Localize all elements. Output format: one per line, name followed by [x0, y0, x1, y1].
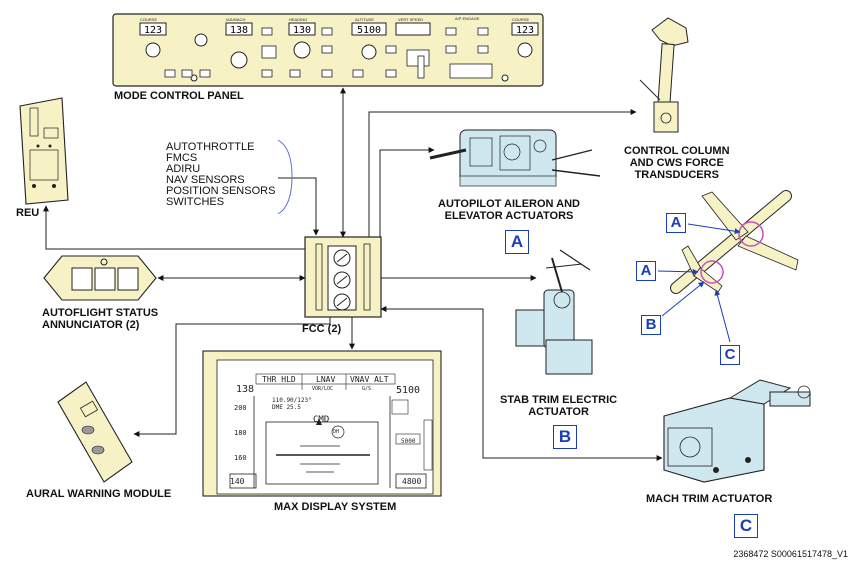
pfd-speed: 138 — [236, 384, 254, 395]
mode-control-panel: COURSE IAS/MACH HEADING ALTITUDE VERT SP… — [112, 13, 544, 87]
input-nav-sensors: NAV SENSORS — [166, 174, 245, 186]
label-ap-actuators-1: AUTOPILOT AILERON AND — [438, 198, 580, 210]
pfd-fma-vnav: VNAV ALT — [350, 375, 389, 384]
mcp-label-heading: HEADING — [289, 17, 307, 22]
callout-plane-b: B — [641, 315, 661, 335]
label-mcp: MODE CONTROL PANEL — [114, 90, 244, 102]
pfd-fma-sub2: G/S — [362, 386, 371, 392]
mcp-course-left: 123 — [144, 25, 162, 36]
label-fcc: FCC (2) — [302, 323, 342, 335]
pfd-speed-tick-4: 140 — [230, 477, 245, 486]
label-aural: AURAL WARNING MODULE — [26, 488, 172, 500]
pfd-dme2: DME 25.5 — [272, 404, 301, 411]
mcp-label-ap-engage: A/P ENGAGE — [455, 16, 480, 21]
label-control-column: CONTROL COLUMN AND CWS FORCE TRANSDUCERS — [624, 145, 730, 181]
autoflight-status-annunciator — [43, 255, 157, 301]
pfd-fma-lnav: LNAV — [316, 375, 335, 384]
pfd-altitude: 5100 — [396, 385, 420, 396]
label-autoflight: AUTOFLIGHT STATUS ANNUNCIATOR (2) — [42, 307, 158, 331]
label-mach-trim: MACH TRIM ACTUATOR — [646, 493, 773, 505]
label-stab-trim-2: ACTUATOR — [528, 406, 589, 418]
input-autothrottle: AUTOTHROTTLE — [166, 141, 255, 153]
input-adiru: ADIRU — [166, 163, 201, 175]
callout-plane-c: C — [720, 345, 740, 365]
pfd-alt-box: 4800 — [402, 477, 421, 486]
pfd-speed-tick-1: 200 — [234, 404, 247, 412]
aural-warning-module — [57, 381, 133, 483]
callout-plane-a1: A — [666, 213, 686, 233]
label-autoflight-2: ANNUNCIATOR (2) — [42, 319, 140, 331]
mcp-course-right: 123 — [516, 25, 534, 36]
airplane-diagram — [670, 190, 799, 294]
pfd-min: DH — [333, 429, 339, 435]
label-ap-actuators-2: ELEVATOR ACTUATORS — [444, 210, 574, 222]
input-position-sensors: POSITION SENSORS — [166, 185, 276, 197]
label-ap-actuators: AUTOPILOT AILERON AND ELEVATOR ACTUATORS — [438, 198, 580, 222]
mcp-label-course-r: COURSE — [512, 17, 529, 22]
reu — [19, 97, 69, 205]
label-control-column-2: AND CWS FORCE — [629, 157, 724, 169]
callout-arrows — [657, 223, 741, 343]
stab-trim-actuator — [515, 249, 593, 375]
label-control-column-1: CONTROL COLUMN — [624, 145, 730, 157]
mcp-ias: 138 — [230, 25, 248, 36]
pfd-fma-thr: THR HLD — [262, 375, 296, 384]
figure-id: 2368472 S00061517478_V1 — [733, 549, 848, 559]
mcp-label-ias: IAS/MACH — [226, 17, 245, 22]
mach-trim-actuator — [663, 379, 811, 483]
label-control-column-3: TRANSDUCERS — [634, 169, 719, 181]
fcc-inputs-list: AUTOTHROTTLE FMCS ADIRU NAV SENSORS POSI… — [166, 142, 275, 208]
callout-box-ap: A — [505, 230, 529, 254]
label-stab-trim-1: STAB TRIM ELECTRIC — [500, 394, 618, 406]
callout-box-mach: C — [734, 514, 758, 538]
control-column — [639, 17, 689, 133]
label-stab-trim: STAB TRIM ELECTRIC ACTUATOR — [500, 394, 617, 418]
mcp-label-vs: VERT SPEED — [398, 17, 423, 22]
callout-box-stab: B — [553, 425, 577, 449]
label-reu: REU — [16, 207, 40, 219]
autopilot-actuators — [429, 129, 601, 187]
mcp-label-altitude: ALTITUDE — [355, 17, 374, 22]
max-display-system: THR HLD LNAV VNAV ALT VOR/LOC G/S 138 51… — [202, 350, 442, 497]
pfd-speed-tick-3: 160 — [234, 454, 247, 462]
mcp-heading: 130 — [293, 25, 311, 36]
signal-lines — [43, 87, 663, 461]
pfd-dme: 110.90/123° — [272, 397, 312, 404]
pfd-fma-sub1: VOR/LOC — [312, 386, 333, 392]
mcp-altitude: 5100 — [357, 25, 381, 36]
pfd-cmd: CMD — [313, 415, 329, 425]
input-switches: SWITCHES — [166, 196, 225, 208]
label-autoflight-1: AUTOFLIGHT STATUS — [42, 307, 159, 319]
mcp-label-course-l: COURSE — [140, 17, 157, 22]
callout-plane-a2: A — [636, 261, 656, 281]
fcc — [304, 236, 382, 318]
input-fmcs: FMCS — [166, 152, 198, 164]
label-max-display: MAX DISPLAY SYSTEM — [274, 501, 397, 513]
pfd-speed-tick-2: 180 — [234, 429, 247, 437]
